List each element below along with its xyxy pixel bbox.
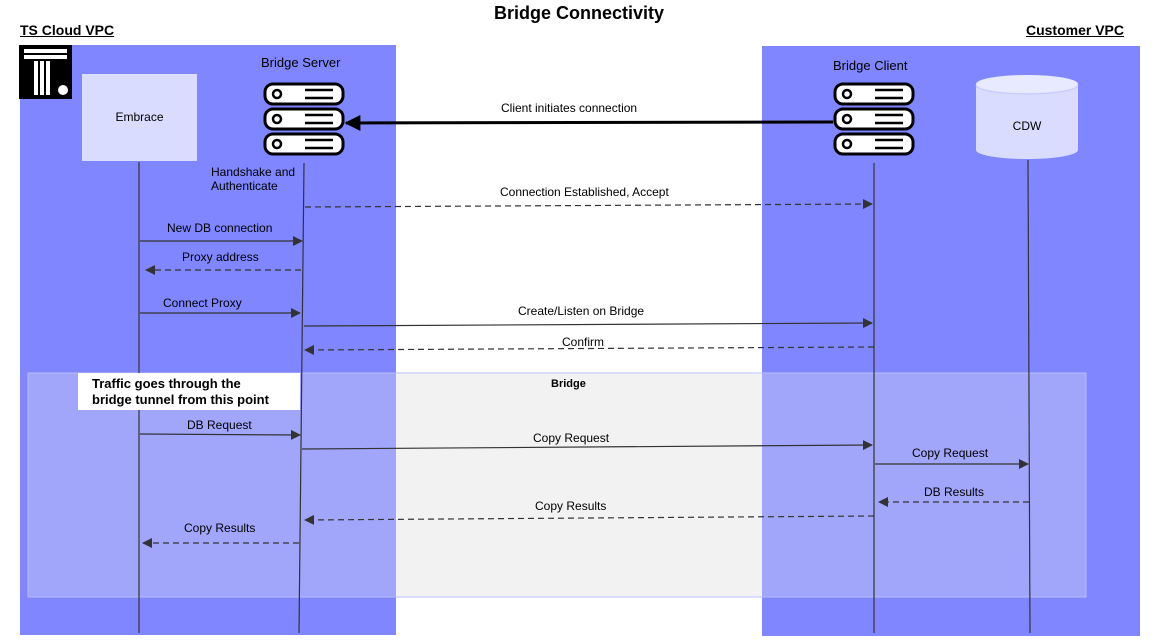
bridge-tunnel-gap xyxy=(396,374,762,596)
bridge-client-label: Bridge Client xyxy=(833,58,908,73)
cdw-label: CDW xyxy=(1012,119,1042,133)
msg-confirm-arrow xyxy=(304,344,875,355)
msg-client-initiates-arrow xyxy=(344,114,834,131)
msg-label: Copy Request xyxy=(533,431,610,445)
msg-label: Copy Request xyxy=(912,446,989,460)
msg-label: Copy Results xyxy=(184,521,256,535)
msg-copy-results-client-arrow xyxy=(304,514,875,525)
msg-label: DB Results xyxy=(924,485,985,499)
msg-label: Client initiates connection xyxy=(501,101,638,115)
customer-vpc-label: Customer VPC xyxy=(1025,22,1124,38)
bridge-box-label: Bridge xyxy=(551,378,586,390)
embrace-label: Embrace xyxy=(115,110,164,124)
msg-label: Confirm xyxy=(562,335,605,349)
msg-label: Proxy address xyxy=(182,250,259,264)
bridge-client-icon xyxy=(833,82,915,156)
company-logo xyxy=(19,45,72,99)
bridge-server-lifeline xyxy=(298,162,305,634)
msg-copy-request-server-arrow xyxy=(301,440,873,451)
bridge-tunnel-note: Traffic goes through the bridge tunnel f… xyxy=(78,373,300,410)
msg-label: Copy Results xyxy=(535,499,607,513)
ts-cloud-vpc-label: TS Cloud VPC xyxy=(20,22,115,38)
bridge-server-icon xyxy=(263,82,345,156)
bridge-server-label: Bridge Server xyxy=(261,55,341,70)
msg-db-request-arrow xyxy=(139,429,301,440)
handshake-note: Handshake and Authenticate xyxy=(211,165,296,193)
cdw-database-icon xyxy=(975,75,1079,159)
msg-label: New DB connection xyxy=(167,221,273,235)
msg-create-listen-arrow xyxy=(303,318,873,329)
msg-label: Connect Proxy xyxy=(163,296,242,310)
msg-label: DB Request xyxy=(187,418,252,432)
msg-label: Connection Established, Accept xyxy=(500,185,669,199)
diagram-title: Bridge Connectivity xyxy=(493,3,665,23)
embrace-node xyxy=(82,74,197,161)
cdw-lifeline xyxy=(1027,159,1031,634)
msg-connection-established-arrow xyxy=(304,199,873,210)
msg-label: Create/Listen on Bridge xyxy=(518,304,645,318)
